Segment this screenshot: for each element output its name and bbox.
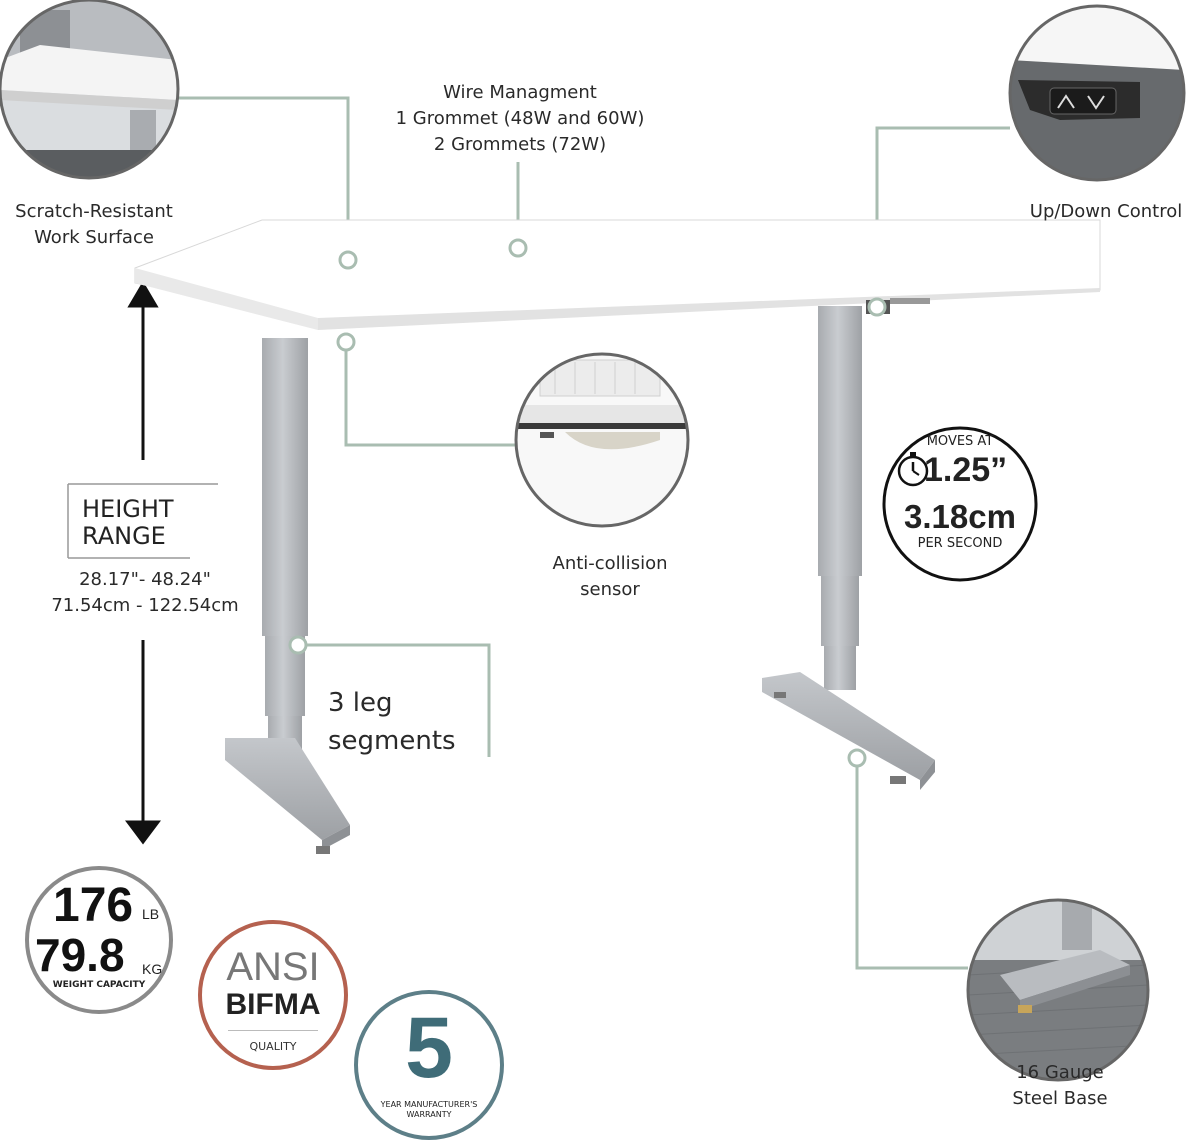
weight-badge-ring: [25, 866, 173, 1014]
right-leg: [762, 306, 935, 790]
ansi-line1: ANSI: [226, 945, 320, 989]
anti-collision-inset: [514, 352, 690, 528]
ansi-caption: QUALITY: [249, 1040, 297, 1053]
callout-dots: [288, 238, 887, 768]
updown-control-label: Up/Down Control: [1029, 201, 1183, 222]
speed-badge-bottom: PER SECOND: [917, 536, 1003, 551]
speed-cm: 3.18cm: [904, 498, 1016, 535]
ansi-badge-ring: [198, 920, 348, 1070]
work-surface-inset: [0, 0, 180, 180]
wire-management-label: Wire Managment 1 Grommet (48W and 60W) 2…: [395, 82, 645, 155]
weight-lb-value: 176: [53, 879, 134, 932]
left-leg: [225, 338, 350, 854]
steel-base-inset: [966, 898, 1150, 1082]
leg-segments-label: 3 leg segments: [328, 688, 456, 756]
height-range-values: 28.17"- 48.24" 71.54cm - 122.54cm: [51, 569, 239, 616]
weight-kg-unit: KG: [142, 961, 163, 977]
speed-badge-top: MOVES AT: [926, 434, 994, 449]
stopwatch-icon: [894, 450, 932, 488]
speed-badge-ring: [882, 426, 1038, 582]
steel-base-line: [855, 766, 968, 970]
callout-lines: [178, 96, 1010, 970]
height-range-bracket: [67, 483, 218, 559]
speed-badge: MOVES AT 1.25” 3.18cm PER SECOND: [884, 428, 1036, 580]
desk-top: [134, 219, 1101, 330]
leg-segments-line: [306, 643, 491, 757]
warranty-caption: YEAR MANUFACTURER'S WARRANTY: [380, 1100, 478, 1119]
work-surface-label: Scratch-Resistant Work Surface: [15, 201, 173, 248]
height-arrow: [125, 281, 161, 845]
weight-kg-value: 79.8: [35, 929, 125, 981]
warranty-number: 5: [405, 1000, 453, 1096]
updown-control-inset: [1008, 4, 1186, 182]
ansi-line2: BIFMA: [225, 988, 321, 1021]
warranty-badge: 5 YEAR MANUFACTURER'S WARRANTY: [356, 992, 502, 1138]
speed-inches: 1.25”: [924, 451, 1008, 489]
warranty-badge-ring: [354, 990, 504, 1140]
anti-collision-line: [344, 350, 516, 447]
weight-caption: WEIGHT CAPACITY: [52, 980, 146, 990]
anti-collision-label: Anti-collision sensor: [552, 553, 668, 600]
ansi-badge: ANSI BIFMA QUALITY: [200, 922, 346, 1068]
height-range-title: HEIGHT RANGE: [82, 495, 174, 550]
steel-base-label: 16 Gauge Steel Base: [1012, 1062, 1108, 1109]
weight-badge: 176 LB 79.8 KG WEIGHT CAPACITY: [27, 868, 171, 1012]
weight-lb-unit: LB: [142, 906, 160, 922]
work-surface-line: [178, 96, 350, 252]
